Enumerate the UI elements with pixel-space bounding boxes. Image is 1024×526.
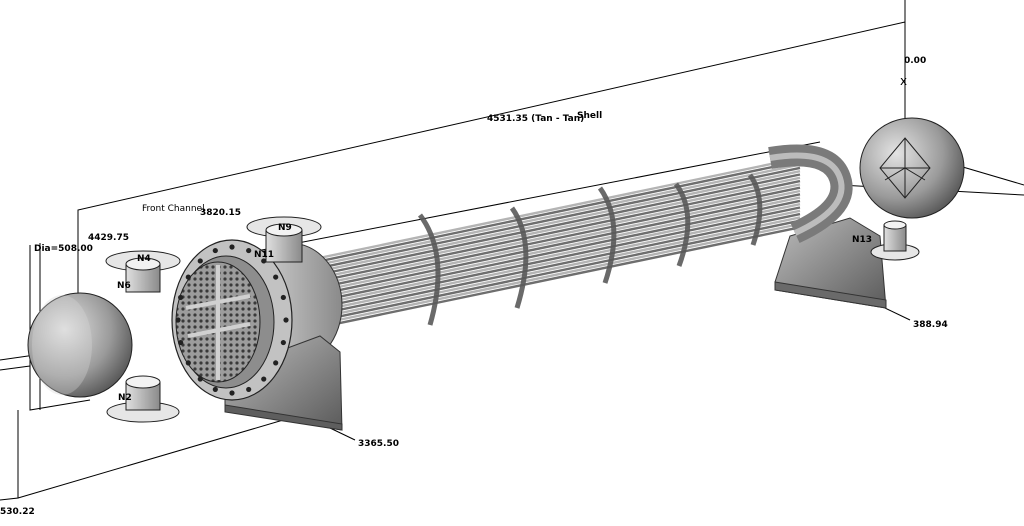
tube <box>299 170 801 277</box>
bolt-hole <box>197 376 203 382</box>
bolt-hole <box>212 247 218 254</box>
dia-label: Dia=508.00 <box>34 244 93 254</box>
bolt-hole <box>246 386 252 393</box>
rear-saddle <box>774 217 887 309</box>
tube <box>299 199 801 307</box>
front-flange <box>171 239 293 401</box>
bolt-hole <box>229 390 235 396</box>
u-bend-end <box>768 144 853 244</box>
bolt-hole <box>185 360 191 366</box>
tube <box>299 222 801 330</box>
bolt-hole <box>212 386 218 393</box>
bolt-hole <box>229 244 235 250</box>
front-head <box>27 292 133 398</box>
tube <box>299 206 801 313</box>
axis-marker: x <box>900 74 907 88</box>
tube <box>299 219 801 326</box>
zero-label: 0.00 <box>904 56 926 66</box>
bolt-hole <box>178 294 184 301</box>
bolt-hole <box>175 317 181 323</box>
nozzle-n6-label[interactable]: N6 <box>117 281 131 291</box>
tube <box>299 179 801 287</box>
nozzle-n11-label[interactable]: N11 <box>254 250 274 260</box>
rear-head <box>859 117 965 219</box>
nozzle-n13-shape <box>870 220 920 261</box>
dim-tan-tan-label: 4531.35 (Tan - Tan) <box>487 114 584 124</box>
bolt-holes <box>175 244 289 396</box>
tube <box>299 166 801 274</box>
tube <box>299 212 801 320</box>
tube <box>299 196 801 303</box>
nozzle-n9-label[interactable]: N9 <box>278 223 292 233</box>
bolt-hole <box>280 339 286 346</box>
tube-bundle <box>299 156 801 333</box>
tube <box>299 176 801 283</box>
tube <box>299 156 801 264</box>
tube <box>299 160 801 267</box>
bolt-hole <box>261 258 267 264</box>
dim-530-label: 530.22 <box>0 507 35 517</box>
tube <box>299 186 801 293</box>
bolt-hole <box>280 294 286 301</box>
bolt-hole <box>273 274 279 280</box>
nozzle-n13-label[interactable]: N13 <box>852 235 872 245</box>
bolt-hole <box>178 339 184 346</box>
front-channel-label: Front Channel <box>142 204 205 214</box>
tube <box>299 189 801 297</box>
nozzle-n4-label[interactable]: N4 <box>137 254 151 264</box>
bolt-hole <box>185 274 191 280</box>
tube <box>299 183 801 290</box>
tube <box>299 203 801 310</box>
nozzle-n2-shape <box>106 375 180 423</box>
tube <box>299 216 801 323</box>
bolt-hole <box>273 360 279 366</box>
tube <box>299 209 801 316</box>
tube <box>299 193 801 300</box>
tube <box>299 226 801 333</box>
nozzle-n4-shape <box>105 250 181 293</box>
dim-3820-label: 3820.15 <box>200 208 241 218</box>
bolt-hole <box>283 317 289 323</box>
bolt-hole <box>261 376 267 382</box>
dim-4429-label: 4429.75 <box>88 233 129 243</box>
nozzle-n2-label[interactable]: N2 <box>118 393 132 403</box>
bolt-hole <box>197 258 203 264</box>
bolt-hole <box>246 247 252 254</box>
dim-3365-label: 3365.50 <box>358 439 399 449</box>
tube <box>299 173 801 280</box>
shell-label: Shell <box>577 111 602 121</box>
tube <box>299 163 801 270</box>
front-saddle <box>224 335 343 431</box>
baffles <box>417 173 763 326</box>
labels: 4531.35 (Tan - Tan) Shell 0.00 x Front C… <box>0 56 948 517</box>
nozzle-n9-shape <box>246 216 322 263</box>
dim-388-label: 388.94 <box>913 320 948 330</box>
